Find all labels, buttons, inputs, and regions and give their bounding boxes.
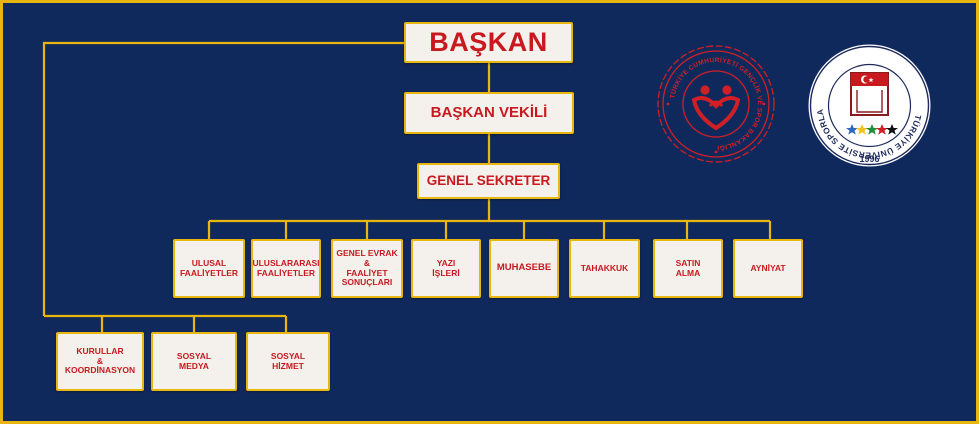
dept-secretariat[interactable]: YAZI İŞLERİ bbox=[411, 239, 481, 298]
dept-accrual[interactable]: TAHAKKUK bbox=[569, 239, 640, 298]
federation-emblem-icon: TÜRKİYE ÜNİVERSİTE SPORLARI FEDERASYONU … bbox=[807, 43, 931, 167]
vice-president-box[interactable]: BAŞKAN VEKİLİ bbox=[404, 92, 574, 134]
ministry-emblem-icon: TÜRKİYE CUMHURİYETİ GENÇLİK VE SPOR BAKA… bbox=[657, 45, 775, 163]
dept-accounting[interactable]: MUHASEBE bbox=[489, 239, 559, 298]
president-box[interactable]: BAŞKAN bbox=[404, 22, 573, 63]
unit-social-media[interactable]: SOSYAL MEDYA bbox=[151, 332, 237, 391]
unit-social-service[interactable]: SOSYAL HİZMET bbox=[246, 332, 330, 391]
org-chart: BAŞKAN BAŞKAN VEKİLİ GENEL SEKRETER ULUS… bbox=[3, 3, 976, 421]
dept-general-documents[interactable]: GENEL EVRAK & FAALİYET SONUÇLARI bbox=[331, 239, 403, 298]
dept-national-activities[interactable]: ULUSAL FAALİYETLER bbox=[173, 239, 245, 298]
unit-committees-coordination[interactable]: KURULLAR & KOORDİNASYON bbox=[56, 332, 144, 391]
dept-international-activities[interactable]: ULUSLARARASI FAALİYETLER bbox=[251, 239, 321, 298]
federation-year: 1996 bbox=[859, 154, 879, 164]
dept-purchasing[interactable]: SATIN ALMA bbox=[653, 239, 723, 298]
general-secretary-box[interactable]: GENEL SEKRETER bbox=[417, 163, 560, 199]
connector-lines bbox=[42, 41, 772, 332]
dept-inventory[interactable]: AYNİYAT bbox=[733, 239, 803, 298]
